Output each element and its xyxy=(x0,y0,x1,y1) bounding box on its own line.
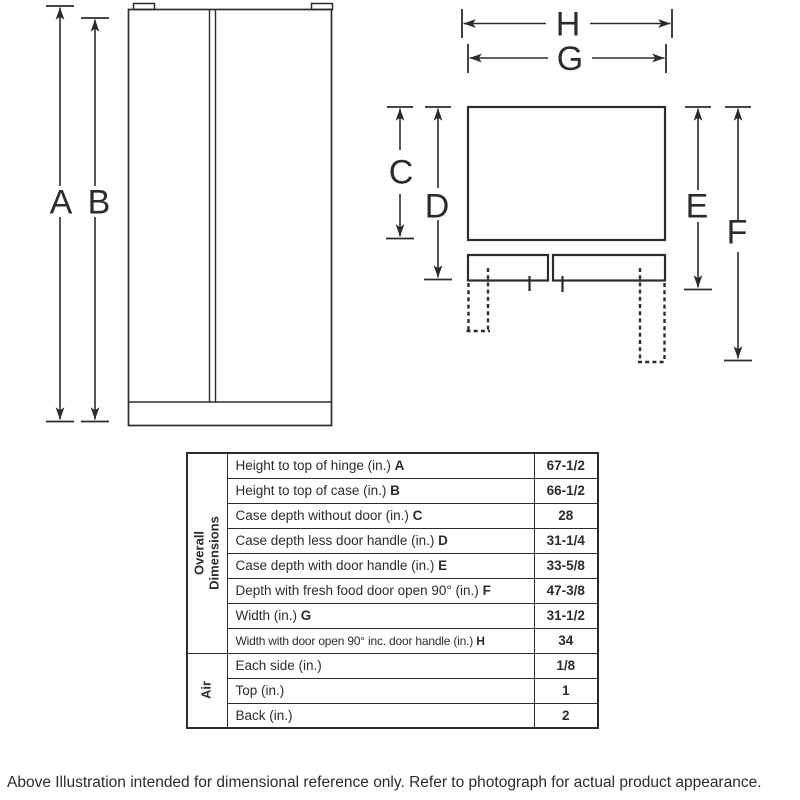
dimension-h-label: H xyxy=(556,6,581,44)
row-value: 33-5/8 xyxy=(533,552,599,579)
fridge-body xyxy=(127,8,333,427)
front-view-diagram xyxy=(127,2,334,427)
row-label: Case depth with door handle (in.) E xyxy=(226,552,535,579)
dim-key: F xyxy=(482,583,491,598)
table-row: Case depth without door (in.) C 28 xyxy=(187,502,599,529)
row-label: Case depth without door (in.) C xyxy=(226,502,535,529)
dimension-d-label: D xyxy=(425,188,450,226)
dim-key: E xyxy=(438,558,448,573)
freezer-door-top xyxy=(466,253,550,282)
row-label: Height to top of hinge (in.) A xyxy=(226,452,535,479)
dim-key: B xyxy=(390,483,400,498)
row-value: 1/8 xyxy=(533,652,599,679)
table-row: Height to top of case (in.) B 66-1/2 xyxy=(187,477,599,504)
table-row: Case depth less door handle (in.) D 31-1… xyxy=(187,527,599,554)
row-value: 34 xyxy=(533,627,599,654)
table-row: Overall Dimensions Height to top of hing… xyxy=(186,452,599,654)
row-label: Depth with fresh food door open 90° (in.… xyxy=(226,577,535,604)
group-label-air: Air xyxy=(186,652,228,729)
table-row: Width with door open 90° inc. door handl… xyxy=(187,627,599,654)
table-row: Case depth with door handle (in.) E 33-5… xyxy=(187,552,599,579)
dimension-diagram: A B xyxy=(46,2,752,427)
dimension-a-label: A xyxy=(50,184,73,222)
dimension-b-arrow: B xyxy=(81,17,111,423)
dimension-c-arrow: C xyxy=(386,106,414,240)
row-label: Each side (in.) xyxy=(226,652,535,679)
row-value: 31-1/4 xyxy=(533,527,599,554)
row-label: Case depth less door handle (in.) D xyxy=(226,527,535,554)
row-value: 47-3/8 xyxy=(533,577,599,604)
row-label: Back (in.) xyxy=(226,702,535,729)
dimension-c-label: C xyxy=(389,154,414,192)
dimension-b-label: B xyxy=(88,184,111,222)
hinge-right xyxy=(310,2,334,11)
dim-key: H xyxy=(476,633,485,648)
row-label: Top (in.) xyxy=(226,677,535,704)
table-row: Top (in.) 1 xyxy=(187,677,599,704)
table-row: Depth with fresh food door open 90° (in.… xyxy=(187,577,599,604)
group-label-text: Overall Dimensions xyxy=(191,516,222,591)
dimension-g-arrow: G xyxy=(467,40,667,78)
dim-key: C xyxy=(412,508,423,523)
dimension-g-label: G xyxy=(557,40,583,78)
row-value: 2 xyxy=(533,702,599,729)
dimension-d-arrow: D xyxy=(424,106,452,281)
table-row: Width (in.) G 31-1/2 xyxy=(187,602,599,629)
group-label-text: Air xyxy=(198,681,214,700)
row-label: Height to top of case (in.) B xyxy=(226,477,535,504)
dim-key: A xyxy=(394,458,405,474)
group-label-overall-dimensions: Overall Dimensions xyxy=(186,452,228,654)
row-label: Width with door open 90° inc. door handl… xyxy=(226,627,535,654)
dim-key: D xyxy=(438,533,448,548)
row-value: 1 xyxy=(533,677,599,704)
dimensions-table: Overall Dimensions Height to top of hing… xyxy=(186,452,599,729)
table-row: Air Each side (in.) 1/8 xyxy=(186,652,599,729)
hinge-left xyxy=(132,2,156,11)
top-view-diagram xyxy=(466,105,667,364)
case-outline xyxy=(466,105,667,242)
dimension-a-arrow: A xyxy=(46,5,74,423)
fresh-food-door-top xyxy=(551,253,667,282)
row-value: 66-1/2 xyxy=(533,477,599,504)
row-value: 28 xyxy=(533,502,599,529)
dimension-e-arrow: E xyxy=(684,106,712,291)
dimension-f-label: F xyxy=(727,214,748,252)
dim-key: G xyxy=(300,608,312,623)
open-door-handle-dashed xyxy=(466,268,667,364)
dimension-e-label: E xyxy=(686,188,709,226)
dimension-f-arrow: F xyxy=(724,106,752,362)
dimension-h-arrow: H xyxy=(461,6,673,44)
footer-note: Above Illustration intended for dimensio… xyxy=(7,774,762,791)
row-value: 67-1/2 xyxy=(533,452,599,479)
row-label: Width (in.) G xyxy=(226,602,535,629)
row-value: 31-1/2 xyxy=(533,602,599,629)
table-row: Back (in.) 2 xyxy=(187,702,599,729)
